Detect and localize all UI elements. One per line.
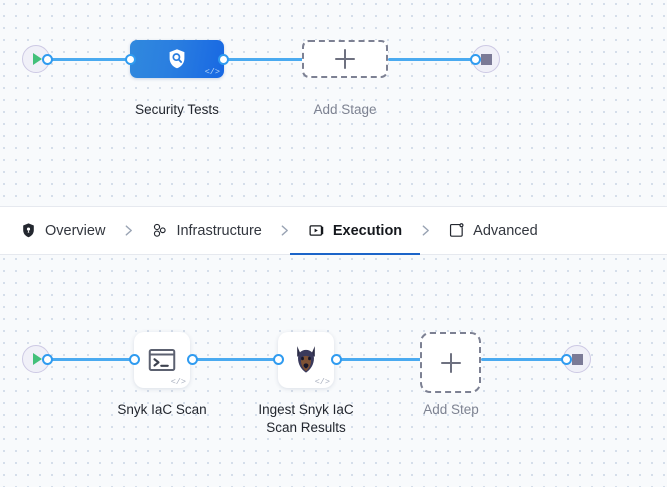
shield-icon <box>23 223 34 238</box>
add-stage-button[interactable] <box>302 40 388 78</box>
tab-label: Infrastructure <box>176 222 262 239</box>
end-input-port[interactable] <box>470 54 481 65</box>
terminal-icon <box>148 349 176 371</box>
step-canvas[interactable]: </> Snyk IaC Scan </> Ingest Snyk IaC Sc… <box>0 255 667 487</box>
card-gear-icon <box>450 223 464 237</box>
play-icon <box>32 353 42 365</box>
step2-input-port[interactable] <box>273 354 284 365</box>
stop-icon <box>571 353 583 365</box>
edge-stage-to-add <box>220 58 305 61</box>
tab-label: Overview <box>45 222 106 239</box>
stop-icon <box>480 53 492 65</box>
snyk-doberman-icon <box>297 346 315 373</box>
step-label-snyk-iac-scan: Snyk IaC Scan <box>117 402 207 417</box>
tab-advanced[interactable]: Advanced <box>442 207 544 255</box>
edge-step1-to-step2 <box>190 358 282 361</box>
start-output-port[interactable] <box>42 354 53 365</box>
edge-start-to-step1 <box>44 358 136 361</box>
stage-label-security-tests: Security Tests <box>135 102 219 117</box>
tab-execution[interactable]: Execution <box>289 207 421 256</box>
step-node-snyk-iac-scan[interactable]: </> <box>134 332 190 388</box>
chevron-right-icon <box>408 224 442 237</box>
chevron-right-icon <box>111 224 145 237</box>
code-badge: </> <box>204 66 220 77</box>
chevron-right-icon <box>268 224 302 237</box>
step-label-ingest-snyk-results: Ingest Snyk IaC Scan Results <box>258 402 354 435</box>
code-badge: </> <box>170 376 186 387</box>
step1-input-port[interactable] <box>129 354 140 365</box>
step1-output-port[interactable] <box>187 354 198 365</box>
play-icon <box>32 53 42 65</box>
stage-input-port[interactable] <box>125 54 136 65</box>
tab-label: Advanced <box>473 222 538 239</box>
stage-output-port[interactable] <box>218 54 229 65</box>
pipeline-tabs[interactable]: Overview Infrastructure Execution <box>0 206 667 256</box>
tab-label: Execution <box>332 222 403 239</box>
add-stage-label: Add Stage <box>313 102 377 117</box>
end-input-port[interactable] <box>561 354 572 365</box>
step-node-ingest-snyk-results[interactable]: </> <box>278 332 334 388</box>
add-step-button[interactable] <box>420 332 481 393</box>
cluster-nodes-icon <box>154 223 167 237</box>
tab-overview[interactable]: Overview <box>14 207 111 255</box>
edge-step2-to-add <box>334 358 422 361</box>
edge-add-to-end <box>388 58 478 61</box>
plus-icon <box>440 352 461 373</box>
edge-start-to-stage <box>44 58 134 61</box>
code-badge: </> <box>314 376 330 387</box>
stage-canvas[interactable]: </> Security Tests Add Stage <box>0 0 667 206</box>
start-output-port[interactable] <box>42 54 53 65</box>
step2-output-port[interactable] <box>331 354 342 365</box>
run-play-icon <box>309 225 324 236</box>
edge-add-to-end <box>481 358 567 361</box>
plus-icon <box>335 49 355 69</box>
shield-search-icon <box>169 49 185 69</box>
tab-infrastructure[interactable]: Infrastructure <box>145 207 267 255</box>
stage-node-security-tests[interactable]: </> <box>130 40 224 78</box>
add-step-label: Add Step <box>423 402 479 417</box>
